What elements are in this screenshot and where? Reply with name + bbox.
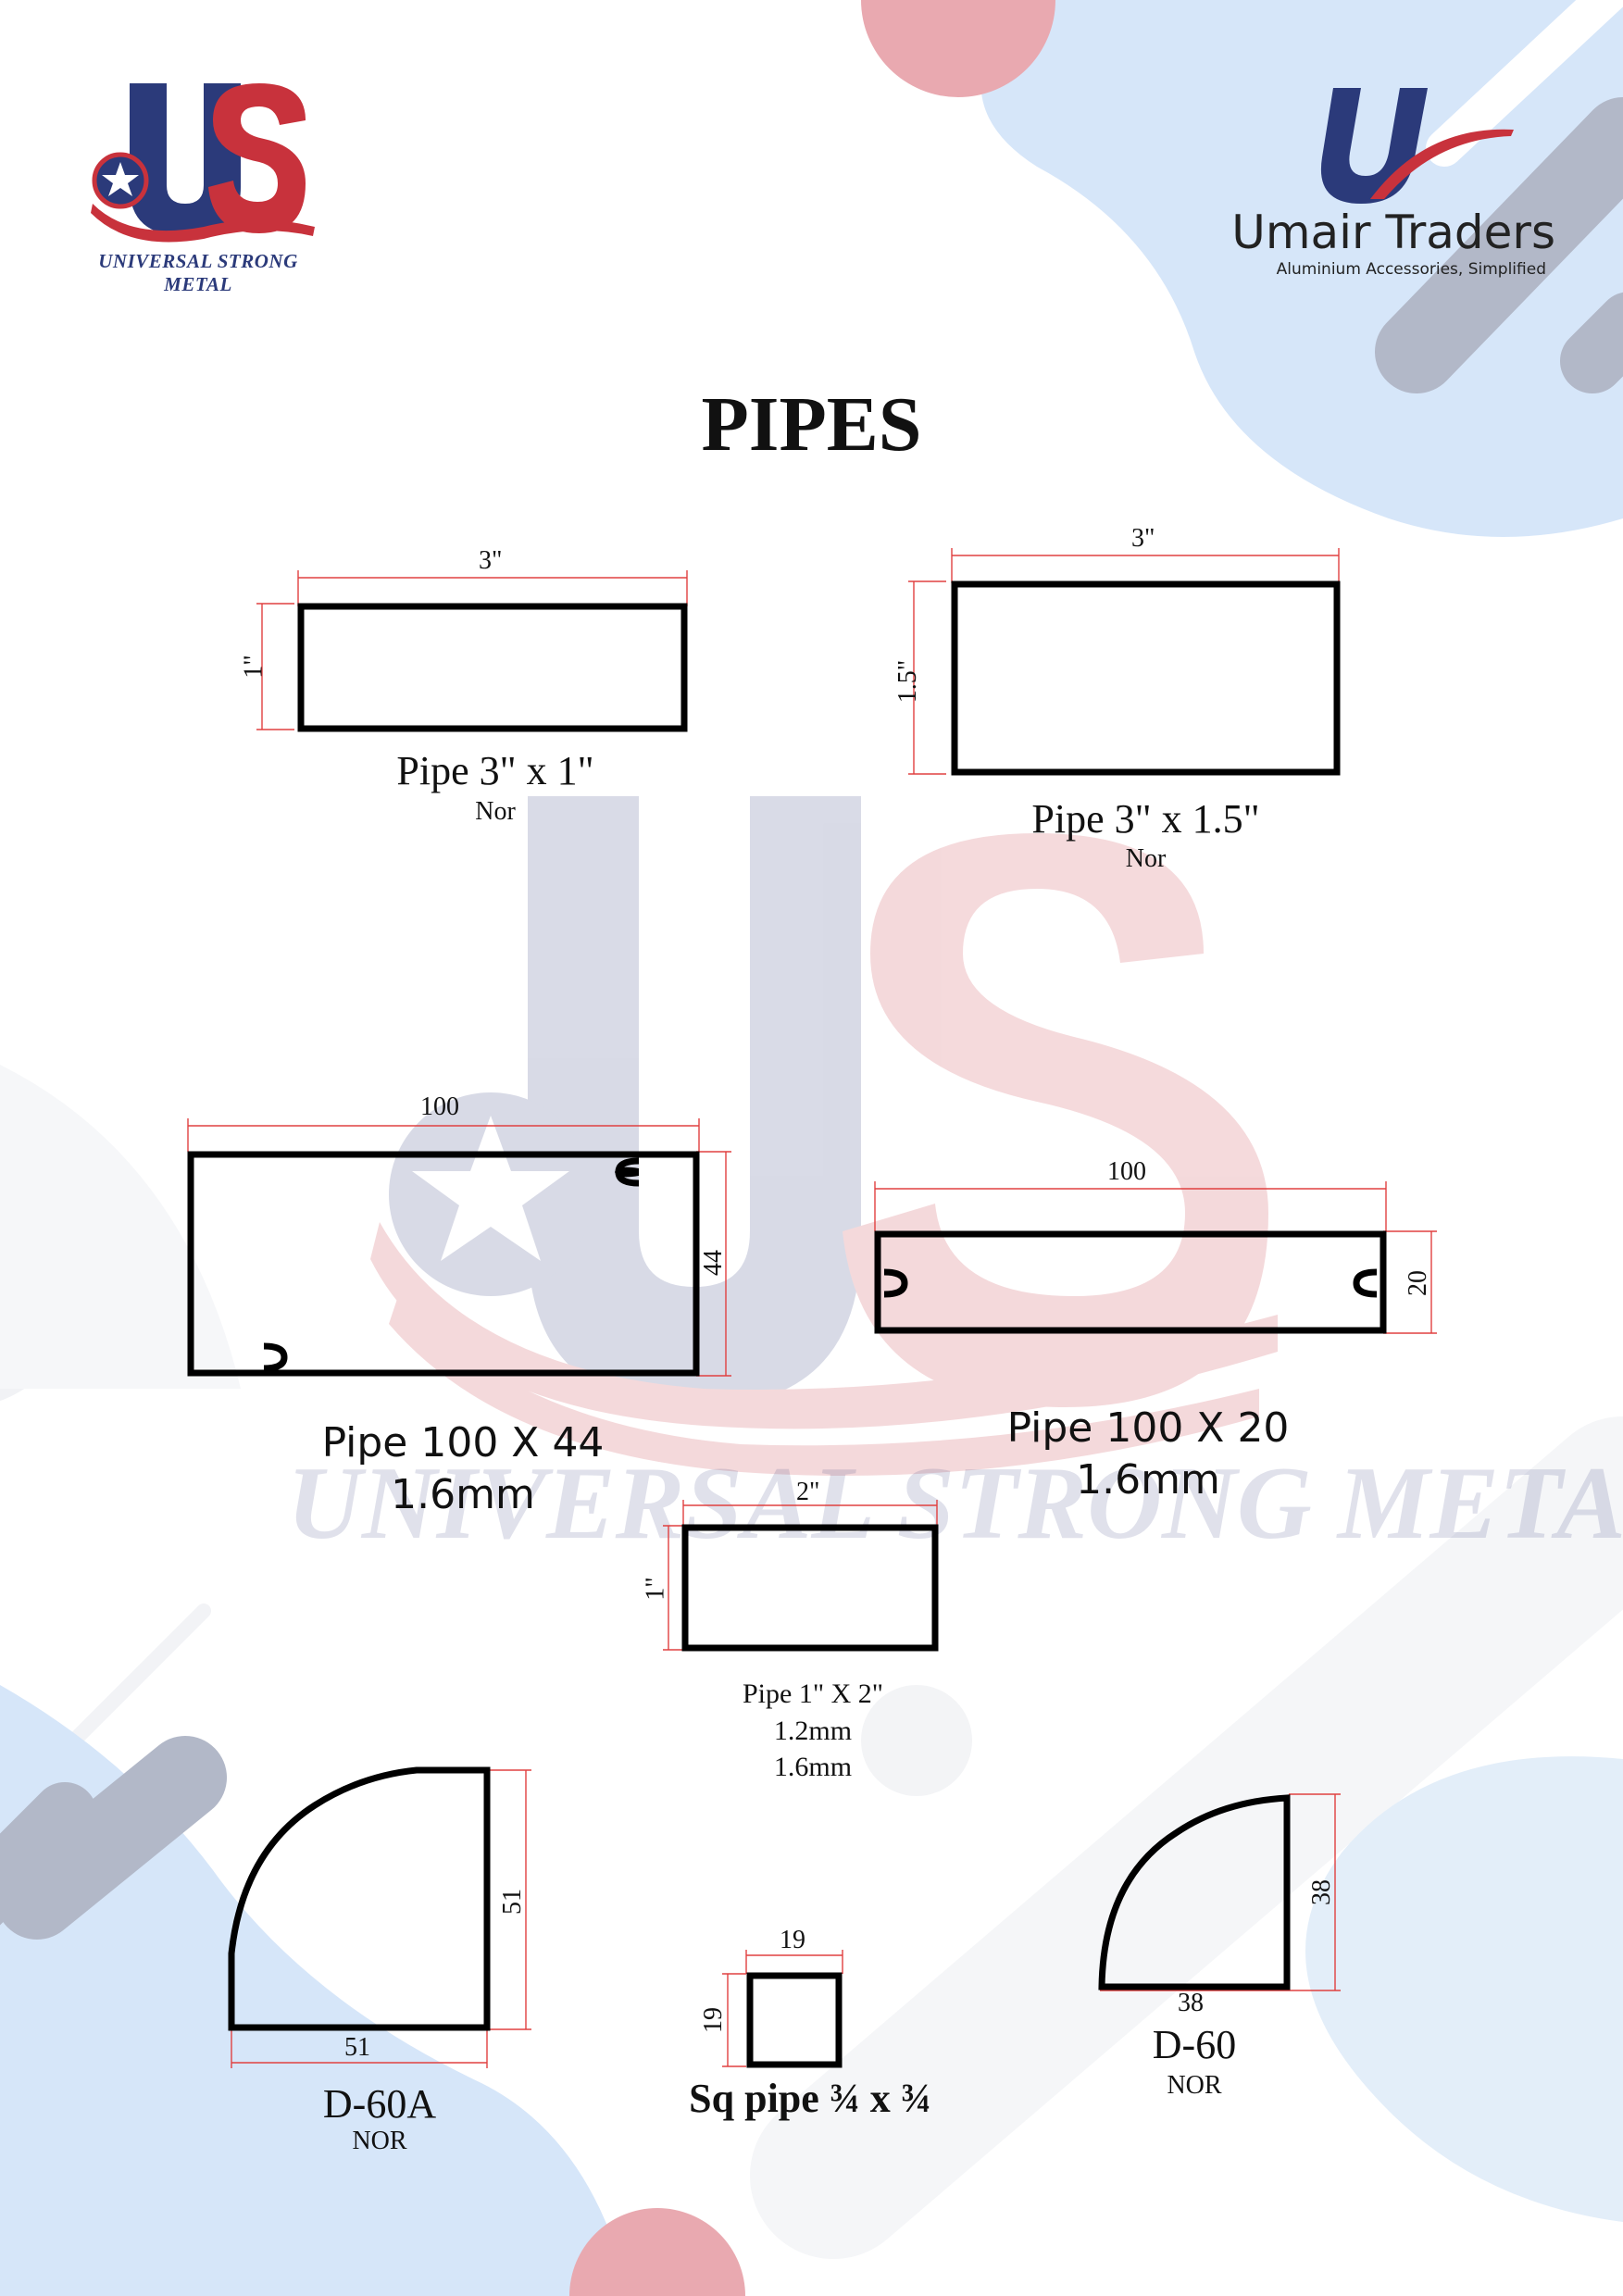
umair-brand-name: Umair Traders <box>1231 206 1555 259</box>
d60a-height-label: 51 <box>498 1889 527 1915</box>
d60-profile <box>1098 1794 1291 1990</box>
d60a-sub: NOR <box>352 2127 407 2155</box>
pipe-100x44-profile <box>187 1151 700 1377</box>
pipe-3x1-profile <box>297 603 688 732</box>
bg-soft-band-left <box>0 1065 241 1389</box>
bg-circle-pink-bottom <box>569 2208 745 2296</box>
pipe-3x1-width-label: 3" <box>479 546 503 575</box>
umair-brand-tagline: Aluminium Accessories, Simplified <box>1276 260 1546 279</box>
pipe-100x44-name: Pipe 100 X 44 <box>321 1419 605 1466</box>
pipe-3x1-sub: Nor <box>475 797 516 826</box>
screw-port-3 <box>883 1268 908 1298</box>
bg-bar-white-1 <box>1426 0 1623 167</box>
pipe-100x20-profile <box>874 1230 1387 1334</box>
bg-circle-pink-top <box>861 0 1055 97</box>
pipe-1x2-height-label: 1" <box>641 1577 670 1601</box>
pipe-3x1.5-sub: Nor <box>1125 844 1167 873</box>
pipe-100x44-sub: 1.6mm <box>391 1471 535 1518</box>
screw-port-4 <box>1353 1268 1378 1298</box>
pipe-100x44-width-label: 100 <box>420 1092 459 1121</box>
universal-strong-metal-logo <box>91 83 315 243</box>
pipe-3x1-name: Pipe 3" x 1" <box>396 748 594 793</box>
logo-swoosh-red <box>1370 129 1514 199</box>
d60a-name: D-60A <box>322 2081 437 2127</box>
d60a-width-label: 51 <box>344 2033 370 2062</box>
us-watermark-logo <box>370 796 1278 1476</box>
d60-width-label: 38 <box>1178 1989 1204 2017</box>
umair-traders-logo <box>1320 88 1514 204</box>
star-icon <box>102 162 139 196</box>
logo-letter-s <box>208 83 306 233</box>
pipe-3x1-height-label: 1" <box>239 655 268 679</box>
screw-port-2 <box>263 1342 288 1372</box>
d60-height-label: 38 <box>1307 1879 1336 1905</box>
bg-band-2 <box>750 1416 1623 2259</box>
bg-bar-grey-2 <box>1560 292 1623 393</box>
logo-swoosh <box>91 204 315 243</box>
pipe-100x44-height-label: 44 <box>699 1250 728 1276</box>
bg-bar-grey-4 <box>0 1782 97 1926</box>
sq-pipe-height-label: 19 <box>699 2007 728 2033</box>
pipe-100x20-sub: 1.6mm <box>1076 1456 1220 1504</box>
pipe-100x20-name: Pipe 100 X 20 <box>1006 1404 1290 1452</box>
sq-pipe-name: Sq pipe ¾ x ¾ <box>689 2076 931 2121</box>
pipe-1x2-name: Pipe 1" X 2" <box>743 1678 883 1709</box>
pipe-1x2-profile <box>681 1524 939 1652</box>
d60-name: D-60 <box>1152 2022 1237 2067</box>
pipe-1x2-sub2: 1.6mm <box>773 1752 853 1782</box>
pipe-3x1.5-profile <box>951 580 1341 776</box>
bg-circle-grey-mid <box>861 1685 972 1796</box>
pipe-3x1.5-height-label: 1.5" <box>893 659 923 704</box>
universal-brand-name: UNIVERSAL STRONG METAL <box>98 250 298 295</box>
pipe-100x20-height-label: 20 <box>1404 1270 1432 1296</box>
pipe-1x2-sub1: 1.2mm <box>773 1716 853 1746</box>
pipe-1x2-width-label: 2" <box>796 1478 820 1506</box>
bg-blob-bottom-right <box>1305 1756 1623 2222</box>
pipe-3x1.5-name: Pipe 3" x 1.5" <box>1031 796 1260 842</box>
screw-port-1-fill <box>615 1167 639 1178</box>
d60a-profile <box>228 1766 491 2031</box>
d60-sub: NOR <box>1167 2071 1222 2100</box>
pipe-3x1.5-width-label: 3" <box>1131 524 1155 553</box>
sq-pipe-width-label: 19 <box>780 1926 805 1954</box>
bg-bar-grey-1 <box>1375 97 1623 393</box>
page-title: PIPES <box>701 381 922 468</box>
pipe-100x20-width-label: 100 <box>1107 1157 1146 1186</box>
sq-pipe-profile <box>746 1972 843 2068</box>
bg-bar-grey-3 <box>0 1736 227 1940</box>
